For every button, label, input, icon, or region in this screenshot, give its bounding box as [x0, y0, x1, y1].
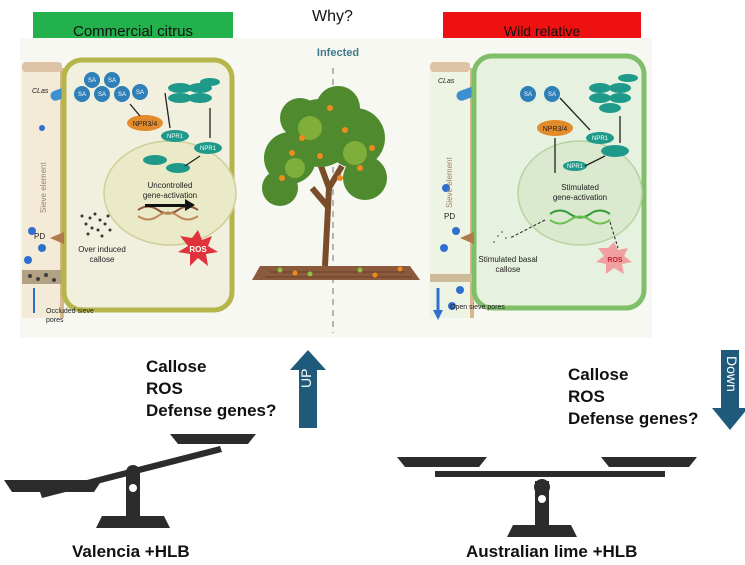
- right-npr34-text: NPR3/4: [543, 126, 568, 133]
- tree-fruits: [279, 105, 375, 181]
- right-pores-label: Open sieve pores: [450, 304, 505, 311]
- left-sa-text-5: SA: [118, 92, 126, 98]
- left-clas-label: CLas: [32, 88, 49, 95]
- right-ros-burst: [596, 242, 632, 274]
- left-balance-scale: [4, 434, 256, 528]
- figure-panel: SA SA SA SA SA SA NPR3/4 NPR1 NPR1: [20, 38, 652, 338]
- left-sa-text-4: SA: [98, 92, 106, 98]
- wild-relative-text: Wild relative: [503, 23, 581, 39]
- left-pd-label: PD: [34, 232, 45, 241]
- right-npr34: [537, 120, 573, 136]
- left-npr34-text: NPR3/4: [133, 121, 158, 128]
- left-callose-dots: [80, 212, 112, 238]
- up-arrow-label: UP: [298, 368, 314, 388]
- left-list-item: Callose: [146, 357, 207, 376]
- down-arrow-label: Down: [724, 356, 740, 392]
- tree-canopy: [262, 86, 387, 206]
- left-npr1-text-2: NPR1: [200, 146, 217, 152]
- right-pd-label: PD: [444, 212, 455, 221]
- right-sa-text-2: SA: [548, 92, 556, 98]
- left-list-item: Defense genes?: [146, 401, 277, 420]
- tree-ground: [252, 266, 420, 280]
- left-ros-burst: [178, 230, 218, 266]
- left-sa-text-6: SA: [136, 90, 144, 96]
- right-list-item: ROS: [568, 387, 605, 406]
- right-callose-dots: [493, 231, 507, 243]
- right-effect-list: Callose ROS Defense genes?: [568, 364, 698, 430]
- right-clas-label: CLas: [438, 78, 455, 85]
- commercial-citrus-text: Commercial citrus: [72, 22, 193, 40]
- right-npr1-text-1: NPR1: [592, 136, 609, 142]
- left-sieve-label: Sieve element: [39, 162, 48, 213]
- left-list-item: ROS: [146, 379, 183, 398]
- left-cell-diagram: SA SA SA SA SA SA NPR3/4 NPR1 NPR1: [22, 57, 237, 324]
- right-ros-text: ROS: [607, 257, 623, 264]
- left-ros-text: ROS: [189, 245, 207, 254]
- infected-label: Infected: [317, 47, 359, 59]
- right-sa-text-1: SA: [524, 92, 532, 98]
- up-arrow: [290, 350, 326, 428]
- left-sa-cluster: [74, 72, 148, 102]
- right-list-item: Defense genes?: [568, 409, 699, 428]
- down-arrow: [712, 350, 745, 430]
- left-effect-list: Callose ROS Defense genes?: [146, 356, 276, 422]
- citrus-tree-illustration: Infected: [252, 47, 420, 280]
- right-nucleus: [517, 140, 643, 246]
- left-npr1-oligomer: [168, 78, 220, 103]
- right-npr1-oligomer: [589, 74, 638, 113]
- right-list-item: Callose: [568, 365, 629, 384]
- right-sieve-label: Sieve element: [445, 157, 454, 208]
- figure-svg: SA SA SA SA SA SA NPR3/4 NPR1 NPR1: [22, 47, 647, 333]
- right-npr1-text-2: NPR1: [567, 164, 584, 170]
- left-npr34: [127, 115, 163, 131]
- why-question: Why?: [312, 8, 353, 25]
- tree-trunk: [309, 156, 345, 267]
- left-sa-text-1: SA: [88, 78, 96, 84]
- left-npr1-text-1: NPR1: [167, 134, 184, 140]
- right-balance-scale: [397, 457, 697, 537]
- valencia-caption: Valencia +HLB: [72, 542, 190, 561]
- left-sa-text-2: SA: [108, 78, 116, 84]
- australian-lime-caption: Australian lime +HLB: [466, 542, 638, 561]
- left-sa-text-3: SA: [78, 92, 86, 98]
